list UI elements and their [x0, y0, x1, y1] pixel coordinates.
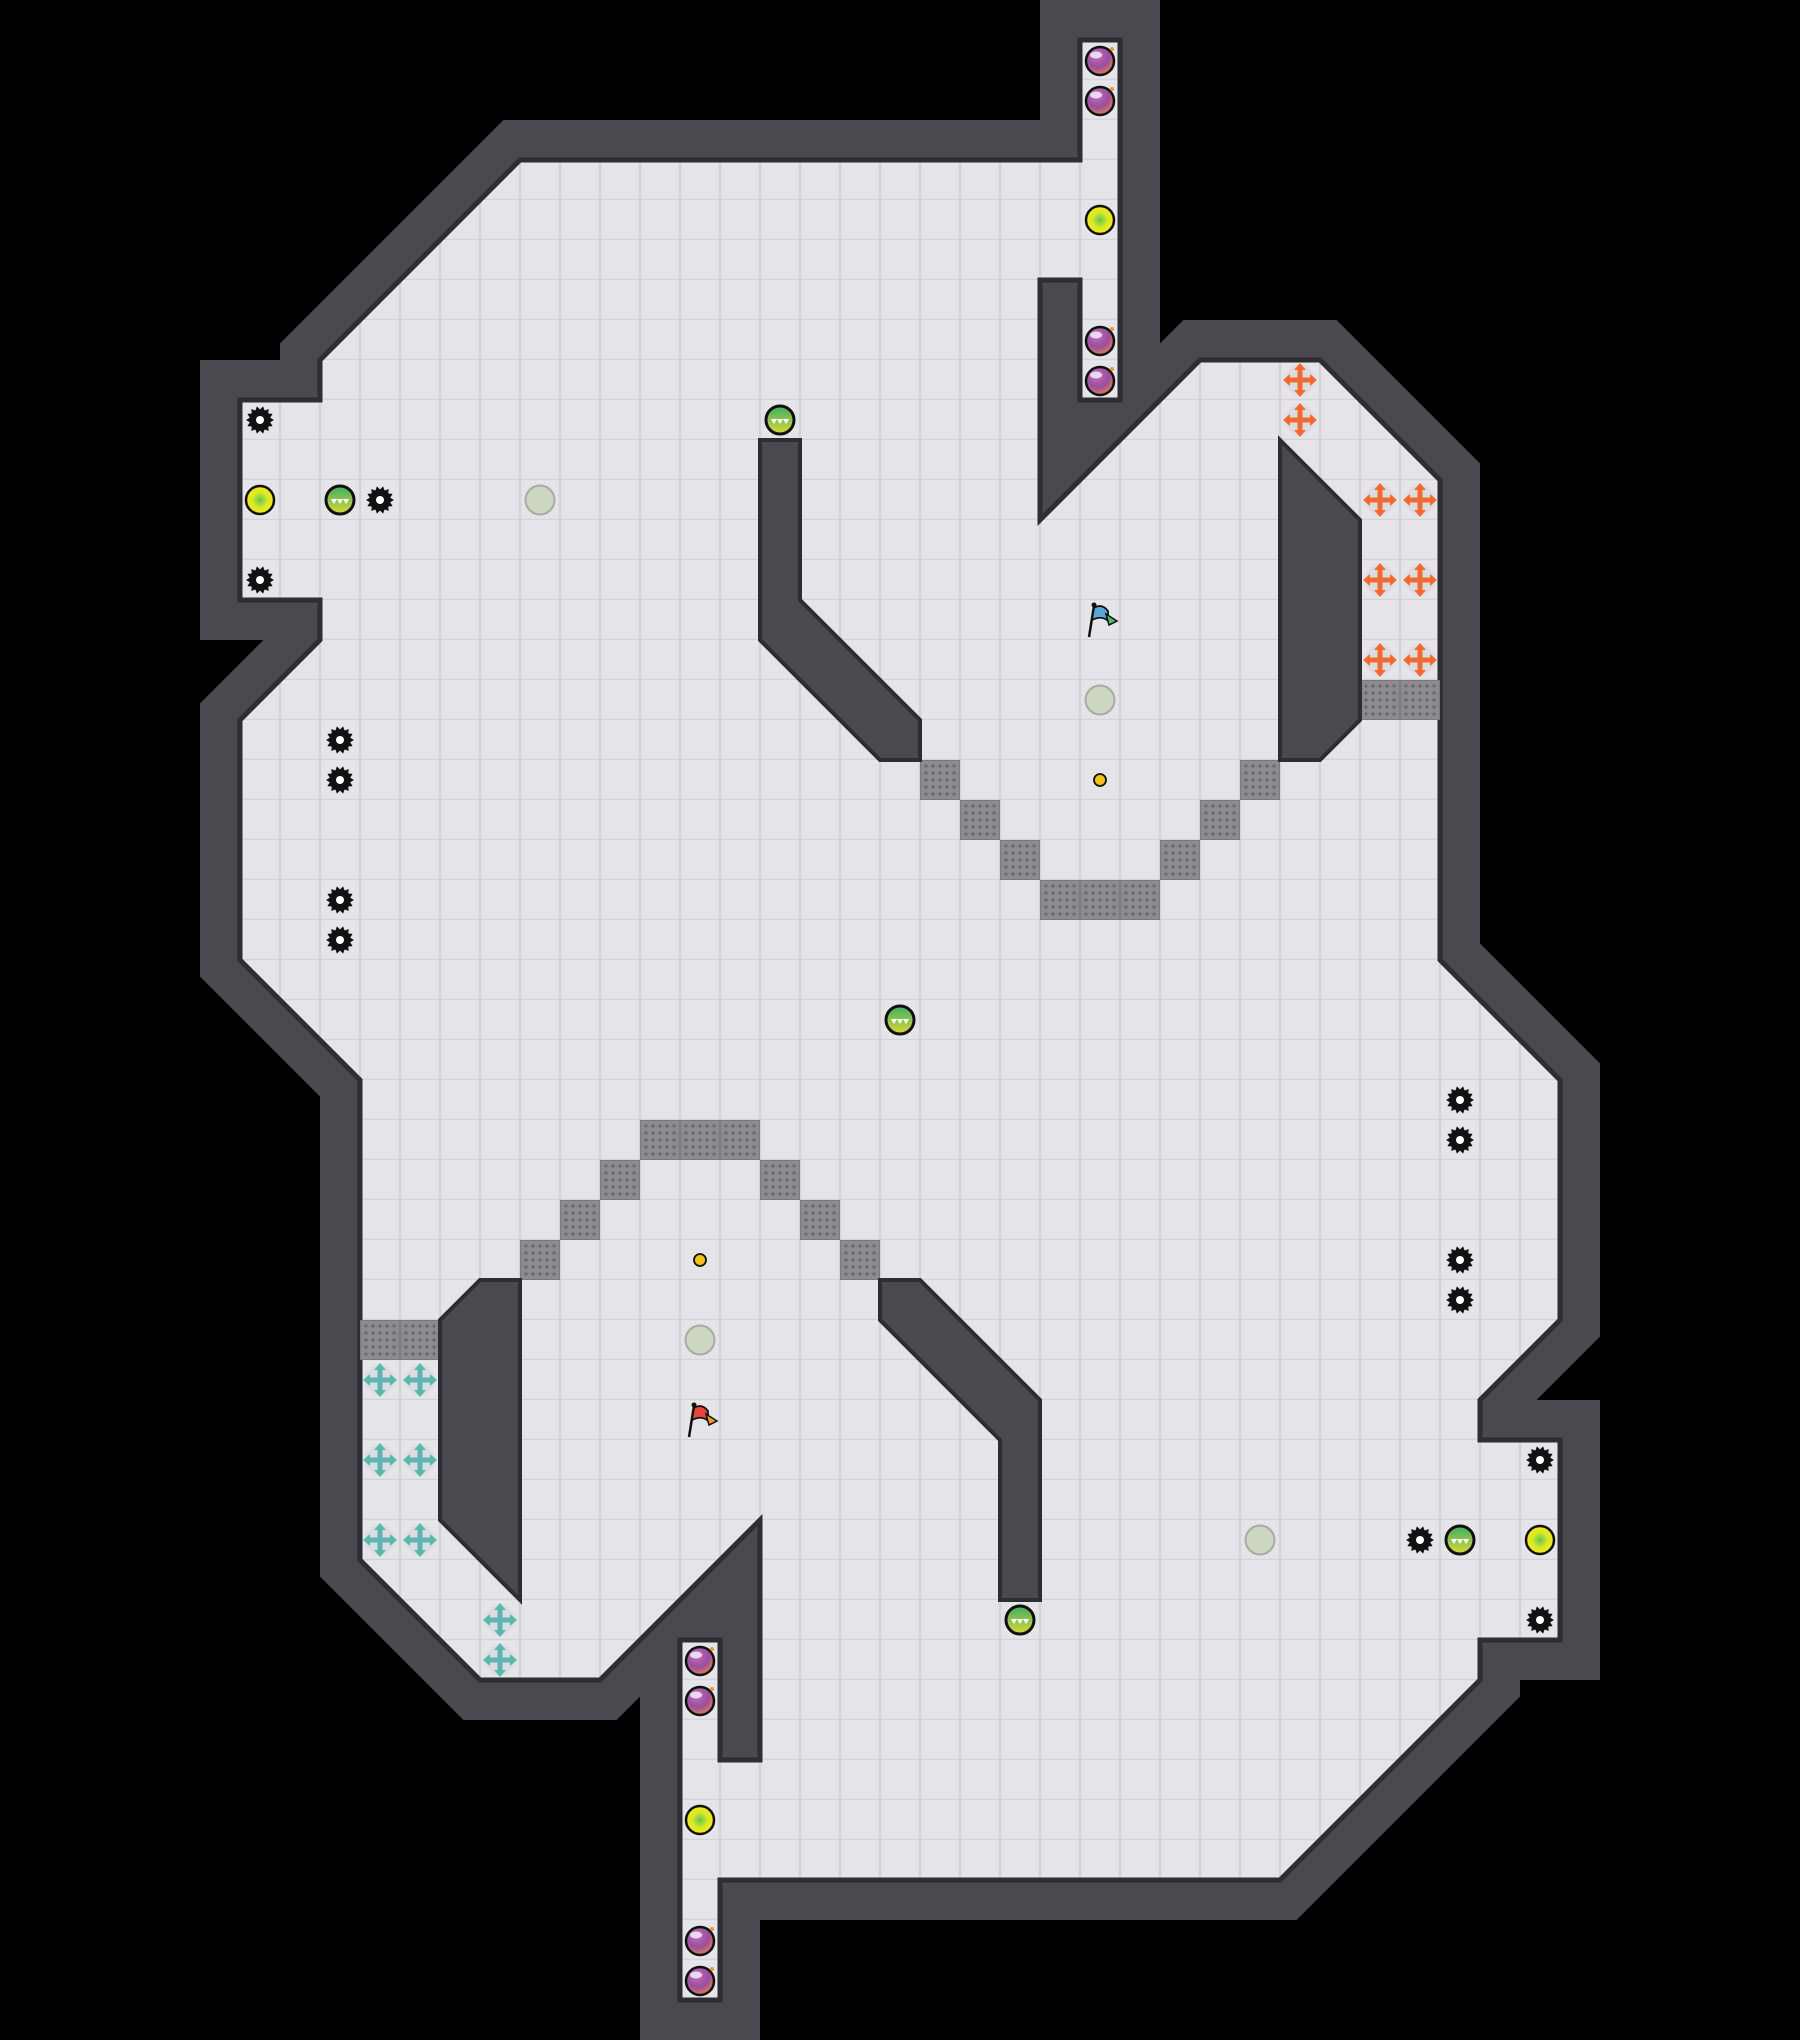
- spike-gear-icon: [1406, 1526, 1434, 1554]
- spawn-marker: [524, 484, 556, 516]
- spawn-marker: [1084, 684, 1116, 716]
- spike-gear-icon: [326, 886, 354, 914]
- gate-tile: [680, 1120, 720, 1160]
- gate-tile: [720, 1120, 760, 1160]
- bomb-icon: [684, 1925, 716, 1957]
- bomb-icon: [1084, 365, 1116, 397]
- bomb-icon: [1084, 85, 1116, 117]
- interior-wall: [758, 438, 922, 762]
- gate-tile: [600, 1160, 640, 1200]
- red-boost-icon[interactable]: [1283, 363, 1317, 397]
- gate-tile: [1360, 680, 1400, 720]
- spike-gear-icon: [326, 926, 354, 954]
- blue-boost-icon[interactable]: [363, 1363, 397, 1397]
- speedpad-icon[interactable]: [1004, 1604, 1036, 1636]
- spike-gear-icon: [246, 566, 274, 594]
- gate-tile: [400, 1320, 440, 1360]
- red-boost-icon[interactable]: [1403, 643, 1437, 677]
- gate-tile: [1200, 800, 1240, 840]
- spike-gear-icon: [1446, 1286, 1474, 1314]
- red-boost-icon[interactable]: [1363, 483, 1397, 517]
- interior-wall: [438, 1278, 522, 1605]
- red-boost-icon[interactable]: [1403, 563, 1437, 597]
- spike-gear-icon: [1526, 1606, 1554, 1634]
- red-boost-icon[interactable]: [1403, 483, 1437, 517]
- speedpad-icon[interactable]: [764, 404, 796, 436]
- powerup-icon: [1524, 1524, 1556, 1556]
- red-flag-icon[interactable]: [687, 1402, 719, 1438]
- bomb-icon: [1084, 325, 1116, 357]
- blue-boost-icon[interactable]: [363, 1443, 397, 1477]
- gate-tile: [760, 1160, 800, 1200]
- gate-tile: [360, 1320, 400, 1360]
- gate-tile: [840, 1240, 880, 1280]
- powerup-icon: [1084, 204, 1116, 236]
- gate-tile: [1400, 680, 1440, 720]
- center-dot-icon: [1093, 773, 1107, 787]
- spawn-marker: [1244, 1524, 1276, 1556]
- red-boost-icon[interactable]: [1363, 643, 1397, 677]
- interior-wall: [878, 1278, 1042, 1602]
- bomb-icon: [684, 1965, 716, 1997]
- bomb-icon: [684, 1685, 716, 1717]
- red-boost-icon[interactable]: [1283, 403, 1317, 437]
- spike-gear-icon: [1526, 1446, 1554, 1474]
- blue-boost-icon[interactable]: [403, 1363, 437, 1397]
- center-dot-icon: [693, 1253, 707, 1267]
- gate-tile: [960, 800, 1000, 840]
- gate-tile: [1120, 880, 1160, 920]
- blue-boost-icon[interactable]: [363, 1523, 397, 1557]
- blue-boost-icon[interactable]: [483, 1643, 517, 1677]
- gate-tile: [560, 1200, 600, 1240]
- gate-tile: [1160, 840, 1200, 880]
- spike-gear-icon: [1446, 1246, 1474, 1274]
- gate-tile: [800, 1200, 840, 1240]
- powerup-icon: [684, 1804, 716, 1836]
- gate-tile: [1080, 880, 1120, 920]
- gate-tile: [640, 1120, 680, 1160]
- gate-tile: [520, 1240, 560, 1280]
- speedpad-icon[interactable]: [884, 1004, 916, 1036]
- blue-boost-icon[interactable]: [483, 1603, 517, 1637]
- spike-gear-icon: [326, 726, 354, 754]
- spawn-marker: [684, 1324, 716, 1356]
- spike-gear-icon: [366, 486, 394, 514]
- blue-boost-icon[interactable]: [403, 1443, 437, 1477]
- gate-tile: [1040, 880, 1080, 920]
- spike-gear-icon: [1446, 1086, 1474, 1114]
- bomb-icon: [1084, 45, 1116, 77]
- red-boost-icon[interactable]: [1363, 563, 1397, 597]
- gate-tile: [920, 760, 960, 800]
- speedpad-icon[interactable]: [1444, 1524, 1476, 1556]
- spike-gear-icon: [326, 766, 354, 794]
- spike-gear-icon: [246, 406, 274, 434]
- blue-boost-icon[interactable]: [403, 1523, 437, 1557]
- interior-wall: [1278, 435, 1362, 762]
- spike-gear-icon: [1446, 1126, 1474, 1154]
- bomb-icon: [684, 1645, 716, 1677]
- gate-tile: [1240, 760, 1280, 800]
- speedpad-icon[interactable]: [324, 484, 356, 516]
- blue-flag-icon[interactable]: [1087, 602, 1119, 638]
- powerup-icon: [244, 484, 276, 516]
- gate-tile: [1000, 840, 1040, 880]
